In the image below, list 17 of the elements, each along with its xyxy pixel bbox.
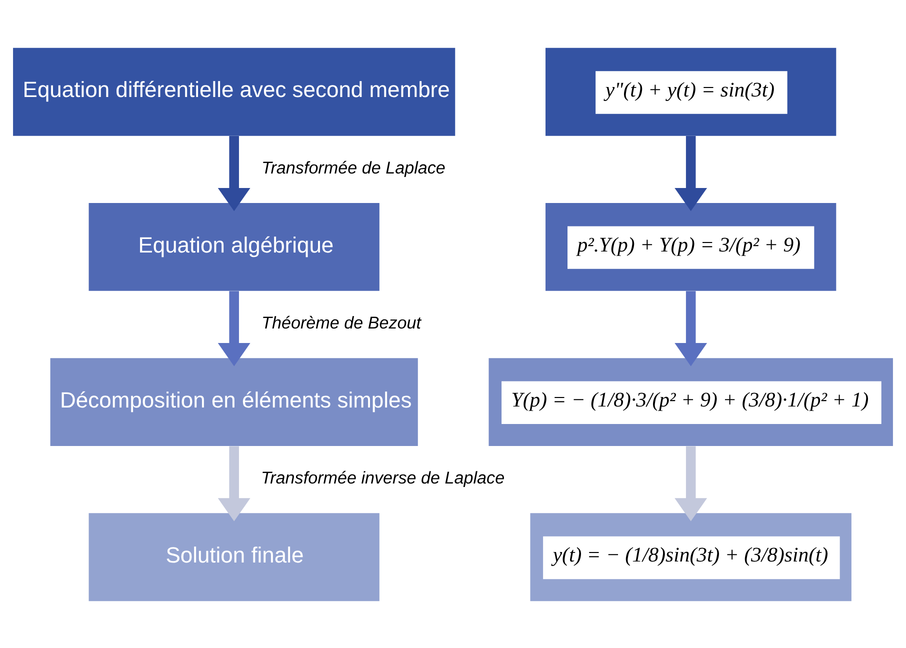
arrow — [218, 136, 250, 211]
arrow — [674, 290, 708, 366]
arrow — [674, 136, 708, 211]
edge-label: Théorème de Bezout — [262, 312, 422, 332]
node-box: Equation différentielle avec second membre — [13, 47, 456, 136]
arrow — [218, 446, 250, 521]
node-box: Y(p) = − (1/8)·3/(p² + 9) + (3/8)·1/(p² + 1) — [488, 358, 893, 446]
node-box: Equation algébrique — [88, 202, 380, 290]
arrow — [218, 290, 250, 366]
node-box: Décomposition en éléments simples — [50, 358, 418, 446]
edge-label: Transformée de Laplace — [262, 158, 446, 177]
node-box: y(t) = − (1/8)sin(3t) + (3/8)sin(t) — [530, 512, 852, 601]
edge-label: Transformée inverse de Laplace — [260, 468, 505, 488]
node-box: Solution finale — [88, 512, 380, 601]
node-box: p².Y(p) + Y(p) = 3/(p² + 9) — [546, 202, 836, 290]
arrow — [674, 446, 708, 521]
node-box: y"(t) + y(t) = sin(3t) — [546, 47, 836, 136]
